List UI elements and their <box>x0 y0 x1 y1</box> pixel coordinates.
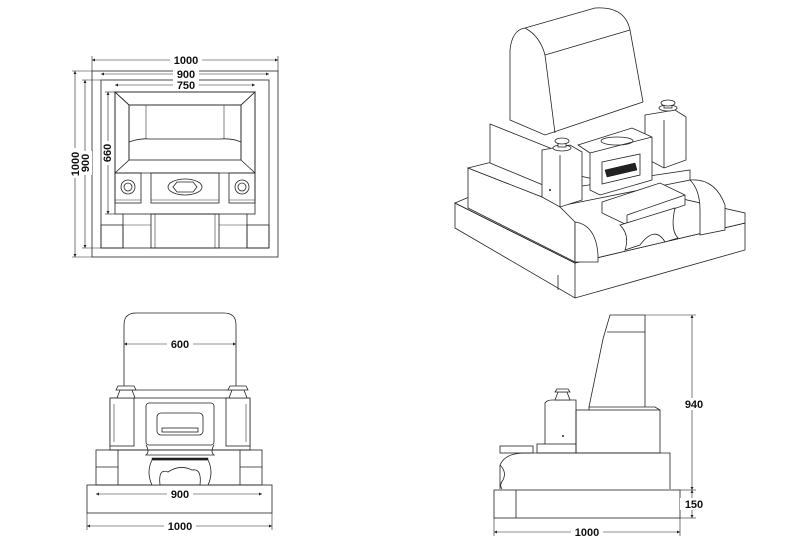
iso-vase-left-cup-icon <box>554 137 570 145</box>
front-vase-right-cup-icon <box>227 385 249 391</box>
side-view: 940 150 1000 <box>493 314 708 539</box>
dim-plan-outer-width: 1000 <box>174 55 198 67</box>
iso-headstone <box>509 7 644 136</box>
dim-plan-mid-depth: 900 <box>80 154 92 172</box>
vase-left-icon <box>120 179 136 195</box>
side-vase-cup-icon <box>554 388 571 393</box>
dim-side-base-height: 150 <box>685 499 703 511</box>
side-middle-base <box>499 452 671 489</box>
dim-front-middle-base-width: 900 <box>171 489 189 501</box>
iso-middle-base-right <box>689 179 726 236</box>
plan-bevel-left <box>114 91 130 174</box>
vase-right-icon <box>234 179 250 195</box>
plan-bevel-top <box>113 91 257 106</box>
front-offering-stand <box>148 459 212 486</box>
iso-offering-tray <box>601 182 686 226</box>
dim-plan-inner-width: 750 <box>177 80 195 92</box>
front-headstone <box>123 312 237 390</box>
dim-plan-mid-width: 900 <box>177 69 195 81</box>
iso-vase-left <box>541 144 583 208</box>
dim-front-headstone-width: 600 <box>171 339 189 351</box>
incense-slot-icon <box>167 178 203 196</box>
dim-front-base-width: 1000 <box>168 521 192 533</box>
iso-incense-grate <box>604 162 638 178</box>
side-vase <box>544 399 577 444</box>
plan-vase-right <box>228 172 256 204</box>
plan-bevel-right <box>240 91 256 174</box>
plan-view: 1000 900 750 1000 900 660 <box>69 54 279 258</box>
plan-outer-base <box>91 70 279 258</box>
iso-offering-stand <box>619 207 679 251</box>
iso-vase-right-cup-icon <box>660 99 676 107</box>
front-vase-left-cup-icon <box>115 385 137 391</box>
side-upper-base <box>575 409 661 454</box>
plan-incense-holder <box>150 172 220 204</box>
front-view: 600 900 1000 <box>86 312 273 533</box>
side-headstone <box>588 314 646 408</box>
dim-plan-inner-depth: 660 <box>102 144 114 162</box>
plan-inner <box>114 91 256 215</box>
dim-side-upper-height: 940 <box>685 399 703 411</box>
side-base <box>493 489 681 519</box>
plan-offering-table <box>150 213 220 249</box>
front-vase-right <box>225 397 251 447</box>
plan-vase-left <box>114 172 142 204</box>
front-incense-holder <box>145 402 215 446</box>
dim-plan-outer-depth: 1000 <box>70 152 82 176</box>
plan-headstone-top <box>128 104 242 161</box>
dim-side-base-depth: 1000 <box>575 527 599 539</box>
isometric-view <box>454 7 746 299</box>
front-vase-left <box>109 397 135 447</box>
